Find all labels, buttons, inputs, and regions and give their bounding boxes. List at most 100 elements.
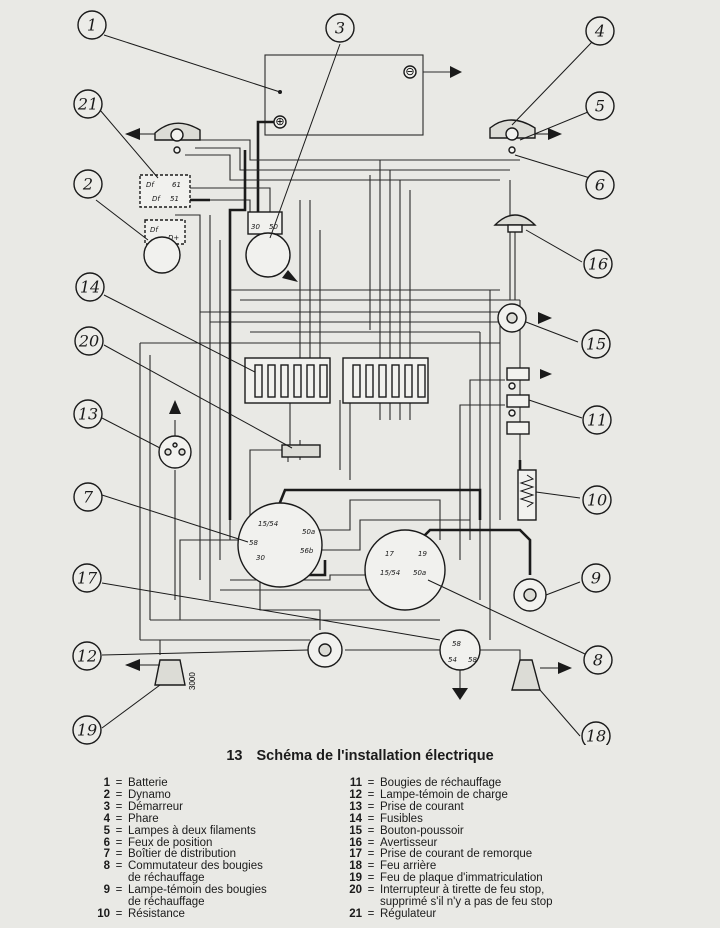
svg-text:51: 51	[170, 195, 179, 203]
svg-text:56b: 56b	[300, 547, 314, 555]
glow-plug-switch: 17 19 15/54 50a	[364, 529, 446, 611]
svg-text:Df: Df	[146, 181, 155, 189]
callout-10: 10	[582, 485, 612, 515]
callout-5: 5	[585, 91, 615, 121]
wiring-diagram: ⊖ ⊕ Df 61 Df 51 Df D+ 30 50	[72, 10, 615, 746]
svg-text:11: 11	[587, 411, 607, 430]
callout-15: 15	[581, 329, 611, 359]
svg-text:17: 17	[77, 569, 98, 588]
legend-item: 19=Feu de plaque d'immatriculation	[349, 872, 543, 885]
callout-2: 2	[73, 169, 103, 199]
svg-text:61: 61	[172, 181, 181, 189]
callout-20: 20	[74, 326, 104, 356]
svg-text:21: 21	[77, 95, 98, 114]
stop-switch	[281, 444, 321, 462]
legend-item: 2=Dynamo	[103, 788, 171, 801]
svg-text:15/54: 15/54	[380, 569, 400, 577]
legend-item: 5=Lampes à deux filaments	[103, 824, 256, 837]
ground-arrow-icon	[538, 312, 552, 324]
legend-item: 7=Boîtier de distribution	[103, 848, 237, 861]
callout-1: 1	[77, 10, 107, 40]
callout-14: 14	[75, 272, 105, 302]
legend-item: 13=Prise de courant	[349, 800, 464, 813]
figure-number: 13	[226, 748, 243, 764]
figure-title: Schéma de l'installation électrique	[256, 748, 494, 764]
battery-negative-label: ⊖	[405, 66, 414, 78]
legend-item: 16=Avertisseur	[349, 836, 438, 849]
svg-text:30: 30	[256, 554, 265, 562]
resistance	[517, 469, 537, 521]
svg-text:58: 58	[468, 656, 477, 664]
glow-plugs	[506, 367, 552, 435]
legend-item: 18=Feu arrière	[349, 860, 437, 873]
legend-left: 1=Batterie 2=Dynamo 3=Démarreur 4=Phare …	[88, 777, 328, 921]
right-headlight	[489, 119, 562, 154]
wiring-network	[139, 54, 532, 680]
distribution-box: 15/54 58 30 50a 56b	[237, 502, 323, 588]
ground-arrow-icon	[125, 659, 140, 671]
socket-13	[158, 400, 192, 469]
ground-arrow-icon	[125, 128, 140, 140]
svg-text:1: 1	[87, 16, 97, 35]
regulator: Df 61 Df 51	[139, 174, 191, 208]
charge-warning-lamp	[307, 632, 343, 668]
svg-text:4: 4	[594, 22, 605, 41]
svg-text:30: 30	[251, 223, 260, 231]
dynamo: Df D+	[143, 219, 186, 274]
legend-item: 4=Phare	[103, 812, 159, 825]
svg-text:7: 7	[83, 488, 94, 507]
svg-text:15: 15	[586, 335, 606, 354]
callout-leaders	[95, 34, 593, 737]
legend-item: 21=Régulateur	[349, 907, 437, 920]
callout-9: 9	[581, 563, 611, 593]
ground-arrow-icon	[450, 66, 462, 78]
svg-text:D+: D+	[168, 234, 179, 242]
svg-text:54: 54	[448, 656, 457, 664]
svg-text:6: 6	[595, 176, 605, 195]
svg-text:5: 5	[595, 97, 605, 116]
callout-17: 17	[72, 563, 102, 593]
plate-light: 3000	[125, 659, 197, 690]
legend-item: 15=Bouton-poussoir	[349, 824, 464, 837]
legend-item: 14=Fusibles	[349, 812, 423, 825]
legend-item: 6=Feux de position	[103, 836, 213, 849]
figure-caption: 13 Schéma de l'installation électrique	[0, 748, 720, 764]
ground-arrow-icon	[282, 270, 298, 282]
svg-text:9: 9	[591, 569, 601, 588]
legend-item: 9=Lampe-témoin des bougies	[103, 884, 267, 897]
ground-arrow-icon	[169, 400, 181, 414]
legend-item: 11=Bougies de réchauffage	[349, 777, 502, 789]
svg-text:Df: Df	[150, 226, 159, 234]
callout-12: 12	[72, 641, 102, 671]
svg-text:12: 12	[77, 647, 97, 666]
legend-item: 3=Démarreur	[103, 800, 183, 813]
legend-item-continuation: supprimé s'il n'y a pas de feu stop	[380, 896, 553, 909]
svg-text:16: 16	[588, 255, 608, 274]
legend-item: 1=Batterie	[103, 777, 168, 789]
battery-positive-label: ⊕	[275, 116, 284, 128]
svg-text:14: 14	[80, 278, 100, 297]
legend-item: 17=Prise de courant de remorque	[349, 848, 533, 861]
callout-19: 19	[72, 715, 102, 745]
svg-text:20: 20	[78, 332, 99, 351]
svg-text:15/54: 15/54	[258, 520, 278, 528]
callout-21: 21	[73, 89, 103, 119]
battery-body	[264, 54, 424, 136]
svg-text:19: 19	[418, 550, 427, 558]
svg-text:2: 2	[82, 175, 93, 194]
callout-6: 6	[585, 170, 615, 200]
legend-right: 11=Bougies de réchauffage 12=Lampe-témoi…	[340, 777, 610, 921]
ground-arrow-icon	[452, 688, 468, 700]
svg-text:19: 19	[77, 721, 97, 740]
svg-text:Df: Df	[152, 195, 161, 203]
push-button	[497, 303, 552, 333]
callout-18: 18	[581, 721, 611, 746]
svg-text:10: 10	[587, 491, 607, 510]
svg-text:18: 18	[586, 727, 606, 746]
svg-text:50a: 50a	[413, 569, 426, 577]
callout-4: 4	[585, 16, 615, 46]
trailer-socket: 58 54 58	[439, 629, 481, 700]
horn	[493, 214, 537, 233]
rear-light	[511, 659, 572, 691]
svg-text:13: 13	[78, 405, 98, 424]
